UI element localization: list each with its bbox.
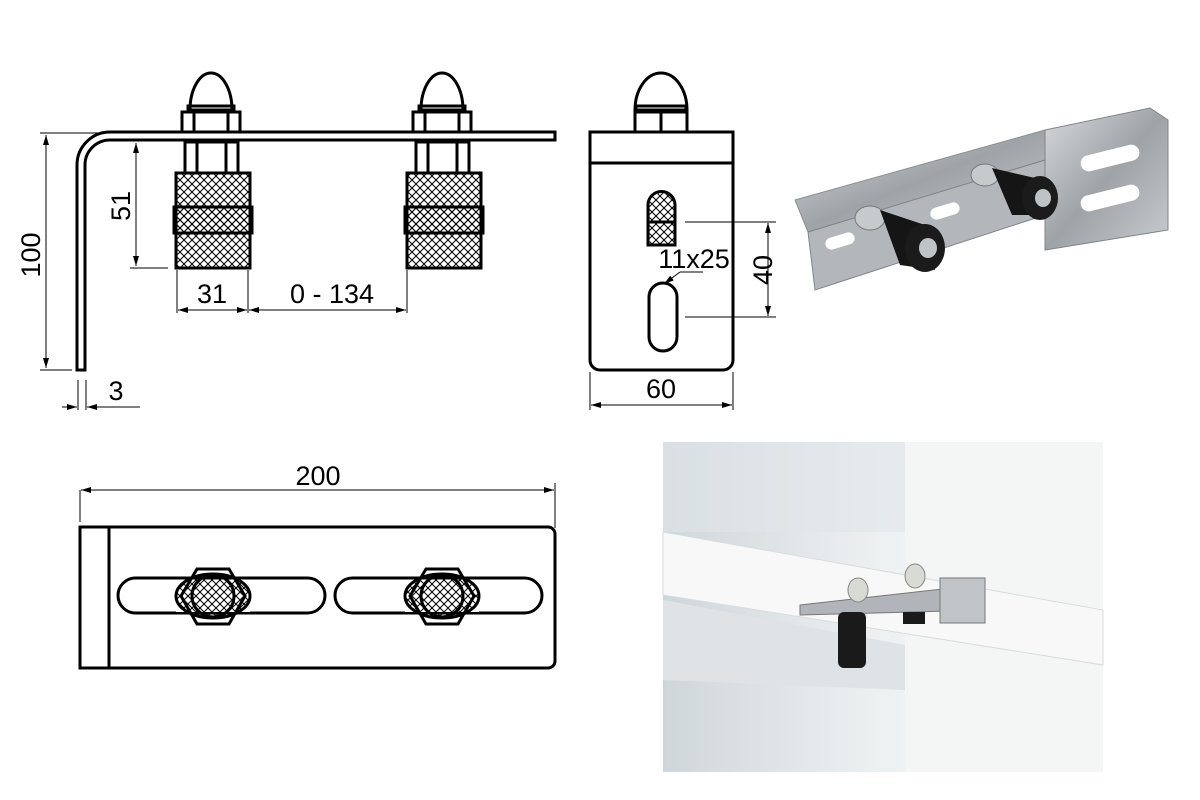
- front-view: 40 11x25 60: [588, 71, 778, 410]
- dim-height-total: 100: [16, 232, 46, 277]
- product-photo: [794, 107, 1169, 291]
- photo-roller-right: [970, 163, 1058, 220]
- nut-left: [174, 567, 252, 626]
- dim-slot-size: 11x25: [658, 244, 730, 274]
- dim-roller-width: 31: [197, 279, 227, 309]
- bracket-profile: [75, 130, 557, 372]
- dim-roller-spacing: 0 - 134: [290, 279, 374, 309]
- dim-length: 200: [295, 461, 340, 491]
- dim-width: 60: [646, 374, 676, 404]
- dim-roller-height: 51: [106, 191, 136, 221]
- roller-left: [172, 71, 254, 270]
- side-view: 100 51 31 0 - 134 3: [16, 71, 557, 410]
- plan-view: 200: [78, 461, 557, 670]
- roller-right: [403, 71, 485, 270]
- installation-photo: [662, 442, 1104, 772]
- photo-roller-left: [854, 205, 945, 272]
- dim-slot-spacing: 40: [748, 255, 778, 285]
- nut-right: [403, 567, 481, 626]
- dim-thickness: 3: [108, 376, 123, 406]
